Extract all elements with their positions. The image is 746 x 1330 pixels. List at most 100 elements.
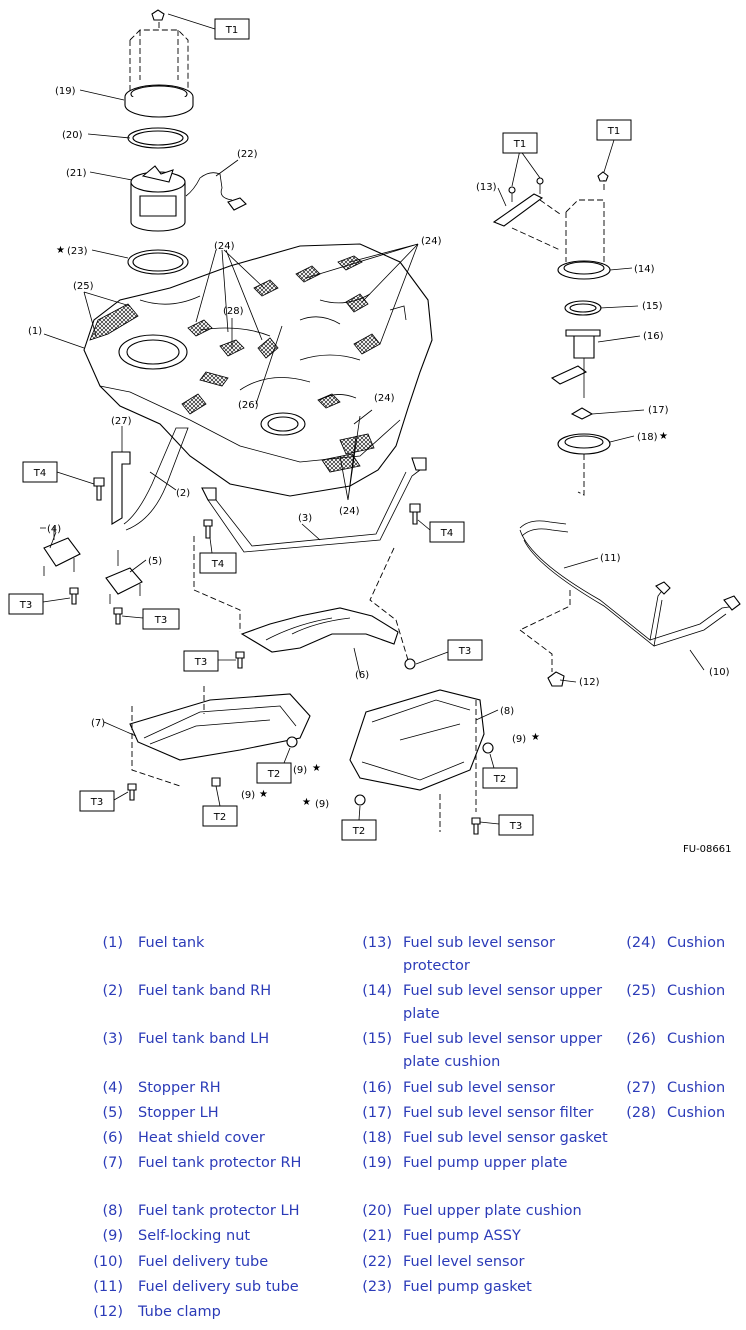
fuel-tank-exploded-diagram: T1 T1 T1 T4 T4 T4 T3 T3 T3 T3 T2 T3 T2 T… — [8, 9, 741, 855]
callout-13: (13) — [476, 182, 497, 193]
torque-tag-t2: T2 — [482, 767, 518, 789]
cushions — [89, 255, 381, 473]
callout-20: (20) — [62, 130, 83, 141]
callout-16: (16) — [643, 331, 664, 342]
torque-tag-t1: T1 — [502, 132, 538, 154]
star-9: ★ — [531, 732, 540, 743]
callout-24: (24) — [339, 506, 360, 517]
stopper-rh — [40, 526, 81, 576]
callout-18: (18) — [637, 432, 658, 443]
fuel-sub-level-sensor-upper-plate-cushion — [564, 300, 602, 316]
svg-text:T1: T1 — [607, 126, 620, 137]
callout-19: (19) — [55, 86, 76, 97]
fuel-upper-plate-cushion — [127, 127, 189, 149]
fuel-level-sensor — [185, 172, 247, 211]
callout-7: (7) — [91, 718, 105, 729]
callout-11: (11) — [600, 553, 621, 564]
callout-9: (9) — [293, 765, 307, 776]
callout-24: (24) — [421, 236, 442, 247]
torque-tag-t4: T4 — [199, 552, 237, 574]
callout-24: (24) — [214, 241, 235, 252]
callout-28: (28) — [223, 306, 244, 317]
svg-text:T3: T3 — [509, 821, 522, 832]
fuel-sub-level-sensor-filter — [570, 407, 594, 420]
torque-tag-t3: T3 — [447, 639, 483, 661]
svg-text:T2: T2 — [213, 812, 226, 823]
heat-shield-cover — [193, 536, 409, 661]
svg-text:T4: T4 — [33, 468, 46, 479]
bolts — [69, 477, 481, 835]
star-23: ★ — [56, 245, 65, 256]
torque-tag-t3: T3 — [183, 650, 219, 672]
callout-14: (14) — [634, 264, 655, 275]
fuel-tank-band-rh — [111, 427, 189, 531]
callout-15: (15) — [642, 301, 663, 312]
callout-27: (27) — [111, 416, 132, 427]
fuel-tank — [83, 243, 433, 497]
fuel-sub-level-sensor-upper-plate — [557, 171, 611, 280]
callout-9: (9) — [315, 799, 329, 810]
torque-tag-t2: T2 — [256, 762, 292, 784]
parts-legend: (1)Fuel tank (2)Fuel tank band RH (3)Fue… — [93, 935, 726, 1320]
svg-text:T2: T2 — [352, 826, 365, 837]
callout-24: (24) — [374, 393, 395, 404]
torque-tag-t3: T3 — [79, 790, 115, 812]
fuel-sub-level-sensor — [550, 329, 601, 398]
callout-21: (21) — [66, 168, 87, 179]
callout-9: (9) — [241, 790, 255, 801]
callout-17: (17) — [648, 405, 669, 416]
leader-lines — [43, 89, 705, 737]
svg-text:T1: T1 — [513, 139, 526, 150]
fuel-delivery-tubes — [519, 520, 741, 687]
svg-text:T3: T3 — [19, 600, 32, 611]
callout-23: (23) — [67, 246, 88, 257]
callout-2: (2) — [176, 488, 190, 499]
torque-tag-t4: T4 — [429, 521, 465, 543]
callout-6: (6) — [355, 670, 369, 681]
stopper-lh — [105, 550, 143, 604]
fuel-pump-gasket — [127, 249, 189, 275]
star-9: ★ — [312, 763, 321, 774]
fuel-sub-level-sensor-gasket — [557, 433, 611, 455]
torque-tag-t3: T3 — [8, 593, 44, 615]
svg-text:T3: T3 — [154, 615, 167, 626]
torque-tag-t2: T2 — [202, 805, 238, 827]
torque-tag-t3: T3 — [498, 814, 534, 836]
callout-12: (12) — [579, 677, 600, 688]
star-18: ★ — [659, 431, 668, 442]
torque-tag-t3: T3 — [142, 608, 180, 630]
svg-text:T3: T3 — [90, 797, 103, 808]
svg-text:T1: T1 — [225, 25, 238, 36]
star-9: ★ — [302, 797, 311, 808]
callout-22: (22) — [237, 149, 258, 160]
torque-tag-t4: T4 — [22, 461, 58, 483]
fuel-tank-protector-rh — [129, 686, 311, 787]
fuel-pump-assy — [130, 165, 186, 232]
callout-5: (5) — [148, 556, 162, 567]
diagram-code: FU-08661 — [683, 844, 732, 855]
callout-10: (10) — [709, 667, 730, 678]
svg-text:T4: T4 — [440, 528, 453, 539]
fuel-sub-level-sensor-protector — [492, 177, 561, 251]
torque-tags: T1 T1 T1 T4 T4 T4 T3 T3 T3 T3 T2 T3 T2 T… — [8, 13, 632, 841]
svg-text:T3: T3 — [458, 646, 471, 657]
fuel-pump-upper-plate — [124, 9, 194, 118]
callout-3: (3) — [298, 513, 312, 524]
fuel-tank-protector-lh — [349, 689, 494, 832]
torque-tag-t1: T1 — [214, 18, 250, 40]
svg-text:T4: T4 — [211, 559, 224, 570]
star-9: ★ — [259, 789, 268, 800]
callout-26: (26) — [238, 400, 259, 411]
callout-8: (8) — [500, 706, 514, 717]
svg-text:T2: T2 — [493, 774, 506, 785]
torque-tag-t2: T2 — [341, 819, 377, 841]
torque-tag-t1: T1 — [596, 119, 632, 141]
fuel-tank-band-lh — [201, 457, 427, 553]
callout-1: (1) — [28, 326, 42, 337]
callout-9: (9) — [512, 734, 526, 745]
callout-labels: (19) (20) (21) (22) ★ (23) (24) (24) (25… — [28, 86, 732, 855]
svg-text:T2: T2 — [267, 769, 280, 780]
callout-4: (4) — [47, 524, 61, 535]
callout-25: (25) — [73, 281, 94, 292]
svg-text:T3: T3 — [194, 657, 207, 668]
